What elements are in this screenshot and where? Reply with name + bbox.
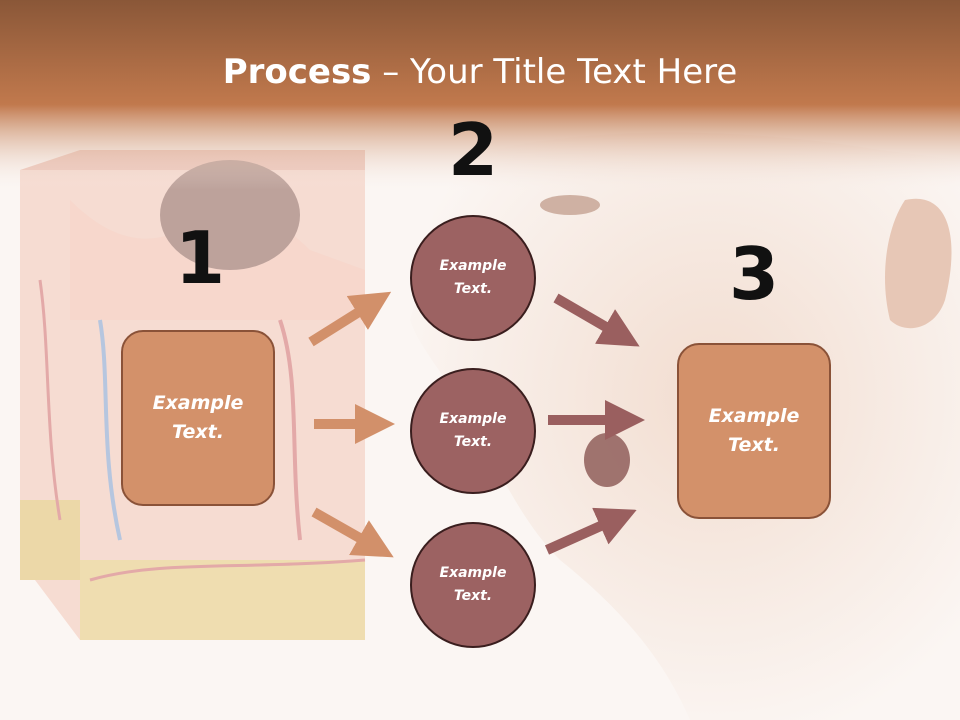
step-2-number: 2 bbox=[447, 108, 499, 192]
step-3-text: Example Text. bbox=[708, 405, 800, 456]
eye-shape bbox=[540, 195, 600, 215]
arrow-box1-to-circle-top bbox=[308, 291, 392, 347]
circle-top[interactable]: Example Text. bbox=[410, 215, 536, 341]
circle-top-text: Example Text. bbox=[439, 258, 507, 297]
title-rest: – Your Title Text Here bbox=[371, 52, 738, 92]
page-title: Process – Your Title Text Here bbox=[0, 52, 960, 92]
step-1-number: 1 bbox=[174, 216, 226, 300]
step-3-number: 3 bbox=[728, 232, 780, 316]
step-3-box[interactable]: Example Text. bbox=[677, 343, 831, 519]
arrow-circle-bottom-to-box3 bbox=[544, 507, 637, 555]
circle-middle-text: Example Text. bbox=[439, 411, 507, 450]
ear-shape bbox=[885, 198, 952, 329]
title-bold: Process bbox=[222, 52, 372, 92]
step-1-box[interactable]: Example Text. bbox=[121, 330, 275, 506]
arrow-circle-top-to-box3 bbox=[553, 293, 640, 347]
arrow-box1-to-circle-bottom bbox=[311, 507, 394, 558]
step-1-text: Example Text. bbox=[152, 392, 244, 443]
mole-mark bbox=[584, 433, 630, 487]
circle-bottom[interactable]: Example Text. bbox=[410, 522, 536, 648]
circle-bottom-text: Example Text. bbox=[439, 565, 507, 604]
circle-middle[interactable]: Example Text. bbox=[410, 368, 536, 494]
